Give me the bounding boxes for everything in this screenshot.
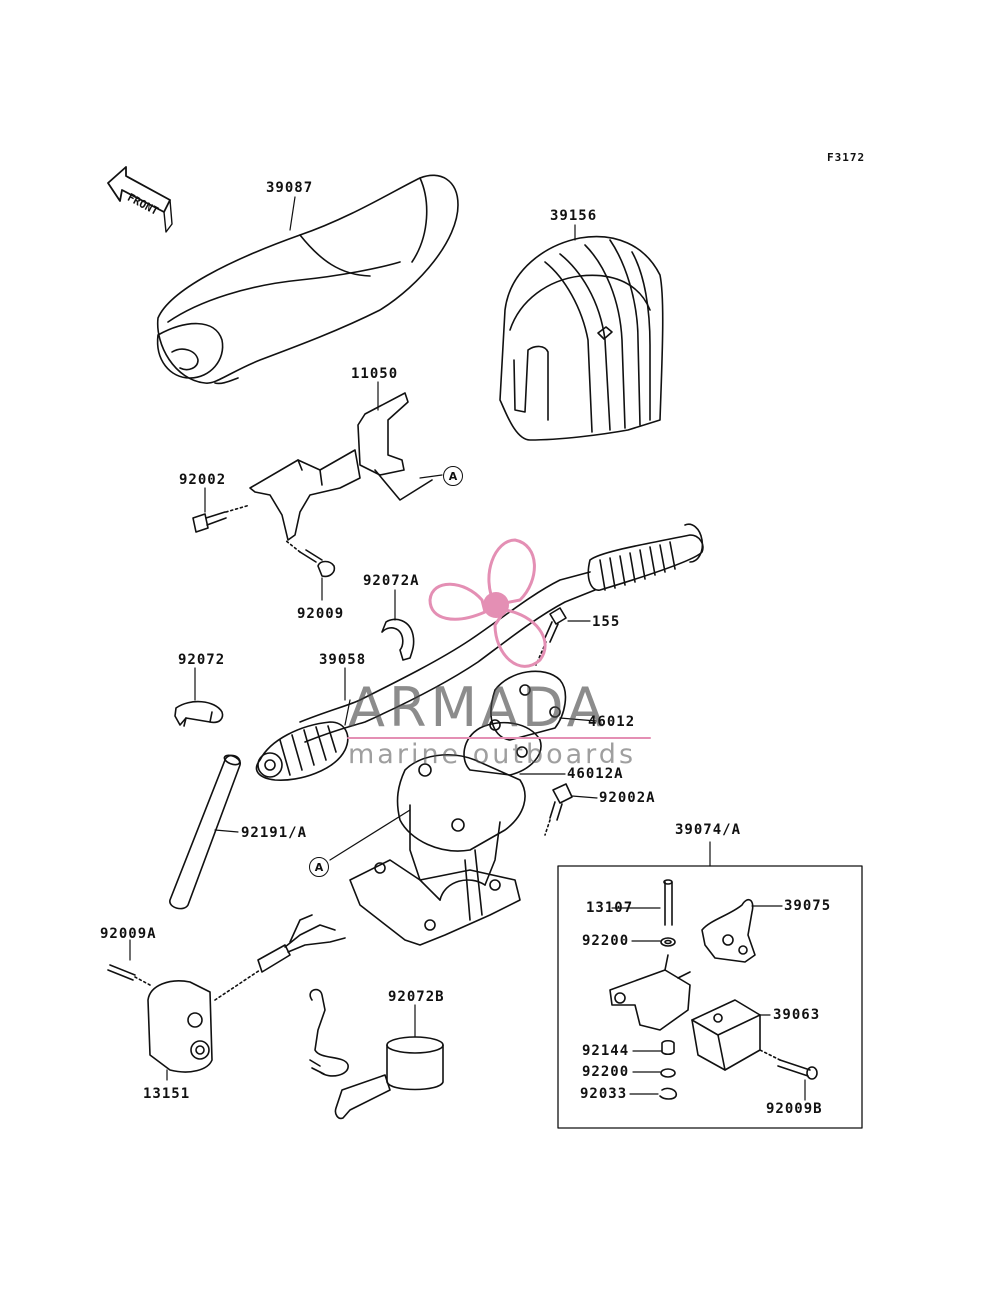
label-92009A: 92009A [100,926,157,942]
label-11050: 11050 [351,366,399,382]
clamp-92072B [309,988,444,1120]
bracket-11050 [249,392,433,541]
watermark-title: ARMADA [348,676,608,739]
label-39058: 39058 [319,652,367,668]
switch-13151 [107,914,346,1073]
clamp-92072 [174,700,224,727]
ref-marker-a-bottom: A [309,857,329,877]
label-92002: 92002 [179,472,227,488]
label-39087: 39087 [266,180,314,196]
label-92191A: 92191/A [241,825,308,841]
bolt-92002 [192,504,251,533]
label-39074A: 39074/A [675,822,742,838]
grille-cover-39156 [499,235,664,441]
label-92200-upper: 92200 [582,933,630,949]
label-46012A: 46012A [567,766,624,782]
label-92072A: 92072A [363,573,420,589]
rod-92191A [169,754,241,910]
ref-marker-a-top: A [443,466,463,486]
label-92144: 92144 [582,1043,630,1059]
label-92009B: 92009B [766,1101,823,1117]
label-92072: 92072 [178,652,226,668]
handlebar-39058 [255,523,704,781]
label-92072B: 92072B [388,989,445,1005]
label-155: 155 [592,614,621,630]
label-13107: 13107 [586,900,634,916]
front-arrow-icon: FRONT [107,166,173,233]
label-92002A: 92002A [599,790,656,806]
label-39075: 39075 [784,898,832,914]
label-39156: 39156 [550,208,598,224]
label-92009: 92009 [297,606,345,622]
seat-cover-39087 [156,174,459,385]
holder-46012 [463,670,567,776]
leader-lines [129,196,806,1101]
label-39063: 39063 [773,1007,821,1023]
watermark-logo [428,538,547,668]
label-92200-lower: 92200 [582,1064,630,1080]
watermark-subtitle: marine outboards [348,739,637,770]
box-parts [609,879,818,1100]
steering-housing [349,754,526,946]
label-92033: 92033 [580,1086,628,1102]
diagram-code: F3172 [827,151,866,164]
clamp-92072A [381,618,415,661]
screw-92009 [284,539,336,578]
front-label: FRONT [125,191,161,218]
label-46012: 46012 [588,714,636,730]
bolt-92002A [544,783,573,836]
label-13151: 13151 [143,1086,191,1102]
